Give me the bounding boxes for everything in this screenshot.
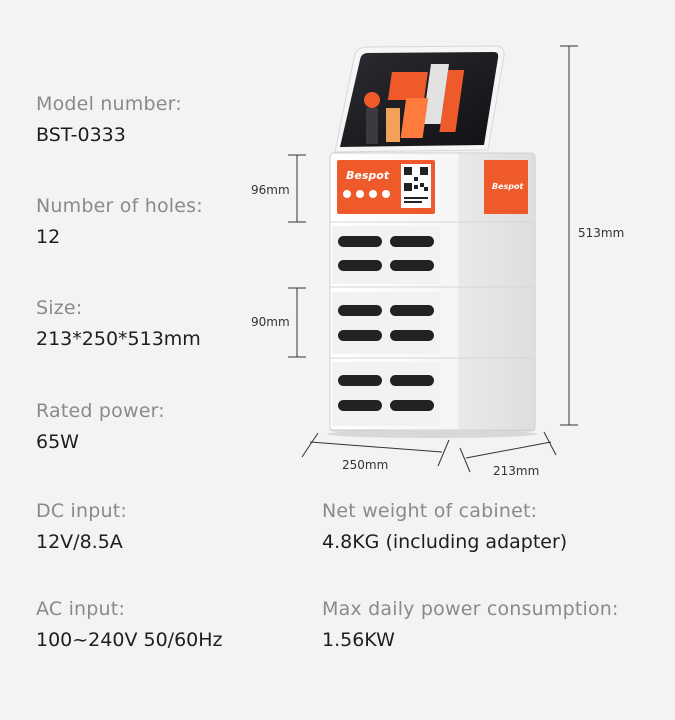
spec-value: 100~240V 50/60Hz — [36, 629, 223, 651]
spec-label: Size: — [36, 297, 83, 319]
spec-holes: Number of holes: 12 — [36, 195, 203, 248]
spec-size: Size: 213*250*513mm — [36, 297, 201, 350]
brand-logo: Bespot — [346, 169, 390, 182]
spec-label: Rated power: — [36, 400, 165, 422]
spec-label: DC input: — [36, 500, 128, 522]
spec-dc-input: DC input: 12V/8.5A — [36, 500, 127, 553]
spec-value: 65W — [36, 431, 79, 453]
dim-slot-module: 90mm — [251, 315, 290, 329]
brand-panel — [337, 160, 435, 214]
dim-width: 250mm — [342, 458, 389, 472]
spec-label: Number of holes: — [36, 195, 203, 217]
spec-label: Max daily power consumption: — [322, 598, 619, 620]
spec-value: 1.56KW — [322, 629, 395, 651]
spec-power: Rated power: 65W — [36, 400, 165, 453]
side-brand-panel — [484, 160, 528, 214]
spec-label: Model number: — [36, 93, 182, 115]
dimension-lines — [288, 45, 578, 473]
spec-value: 4.8KG (including adapter) — [322, 531, 568, 553]
spec-label: AC input: — [36, 598, 126, 620]
display-screen — [334, 45, 505, 153]
dim-height: 513mm — [578, 226, 625, 240]
spec-net-weight: Net weight of cabinet: 4.8KG (including … — [322, 500, 567, 553]
spec-ac-input: AC input: 100~240V 50/60Hz — [36, 598, 223, 651]
spec-value: 12 — [36, 226, 61, 248]
slot-module-2 — [332, 292, 440, 354]
spec-daily-consumption: Max daily power consumption: 1.56KW — [322, 598, 619, 651]
dim-top-module: 96mm — [251, 183, 290, 197]
spec-value: BST-0333 — [36, 124, 126, 146]
spec-label: Net weight of cabinet: — [322, 500, 538, 522]
spec-model: Model number: BST-0333 — [36, 93, 182, 146]
slot-module-3 — [332, 362, 440, 426]
spec-value: 213*250*513mm — [36, 328, 201, 350]
dim-depth: 213mm — [493, 464, 540, 478]
slot-module-1 — [332, 226, 440, 284]
spec-value: 12V/8.5A — [36, 531, 123, 553]
side-brand-logo: Bespot — [492, 182, 525, 191]
